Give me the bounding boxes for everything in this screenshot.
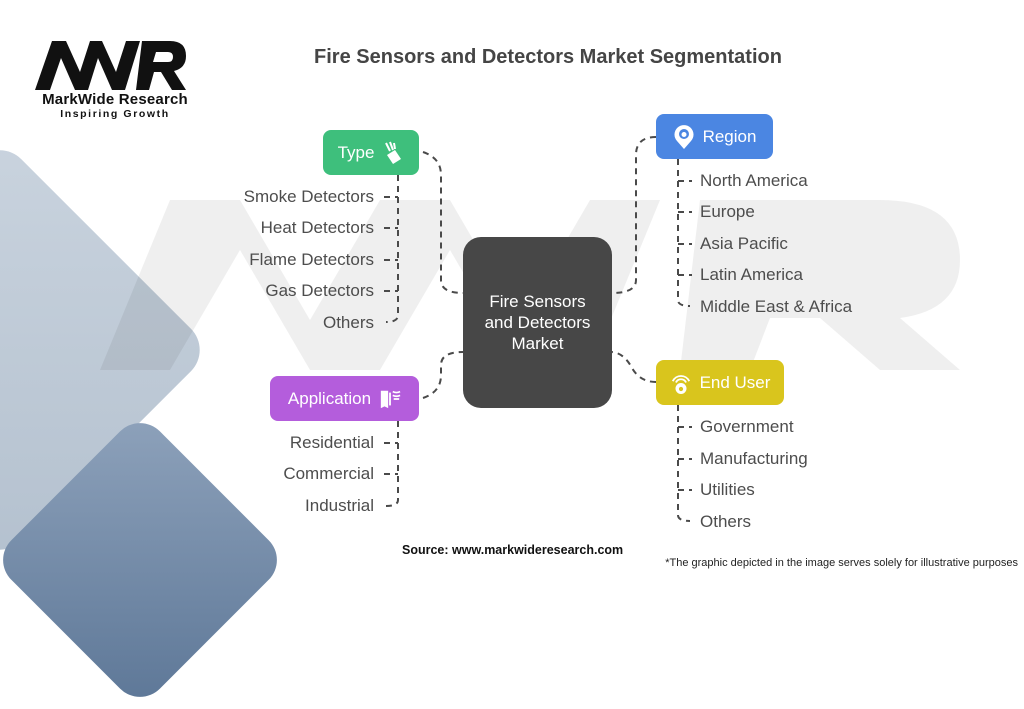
region-item: Asia Pacific: [700, 234, 788, 253]
source-credit: Source: www.markwideresearch.com: [402, 543, 624, 557]
category-end-user: End User: [656, 360, 784, 405]
brand-name: MarkWide Research: [42, 91, 188, 108]
category-type: Type: [323, 130, 419, 175]
end-user-item: Others: [700, 512, 752, 531]
center-node: Fire Sensors and Detectors Market: [463, 237, 612, 408]
connector-enduser-spine: [677, 405, 691, 522]
type-item: Others: [322, 313, 374, 332]
brand-tagline: Inspiring Growth: [60, 108, 170, 120]
type-item: Gas Detectors: [265, 281, 374, 300]
connector-application-spine: [385, 421, 399, 507]
category-type-label: Type: [337, 142, 375, 162]
category-region-label: Region: [702, 126, 757, 146]
region-item: Middle East & Africa: [700, 297, 853, 316]
disclaimer-note: *The graphic depicted in the image serve…: [665, 557, 1018, 569]
fire-extinguisher-spray-icon: [382, 141, 404, 165]
wireless-alarm-icon: [670, 371, 692, 395]
region-item: North America: [700, 171, 808, 190]
region-item: Latin America: [700, 265, 803, 284]
type-item: Heat Detectors: [260, 218, 374, 237]
region-item: Europe: [700, 202, 755, 221]
category-region: Region: [656, 114, 773, 159]
end-user-item: Government: [700, 417, 794, 436]
application-item: Residential: [289, 433, 374, 452]
application-item: Commercial: [283, 464, 374, 483]
type-item: Flame Detectors: [249, 250, 374, 269]
door-sensor-icon: [379, 387, 401, 411]
location-pin-icon: [673, 124, 695, 149]
category-application: Application: [270, 376, 419, 421]
end-user-item: Manufacturing: [700, 449, 808, 468]
mwr-logo-mark-icon: [35, 41, 186, 90]
type-item: Smoke Detectors: [243, 187, 374, 206]
page-title: Fire Sensors and Detectors Market Segmen…: [314, 46, 782, 68]
brand-logo: MarkWide Research Inspiring Growth: [30, 38, 200, 120]
end-user-item: Utilities: [700, 480, 755, 499]
category-end-user-label: End User: [699, 372, 771, 392]
category-application-label: Application: [287, 388, 372, 408]
application-item: Industrial: [305, 496, 374, 515]
